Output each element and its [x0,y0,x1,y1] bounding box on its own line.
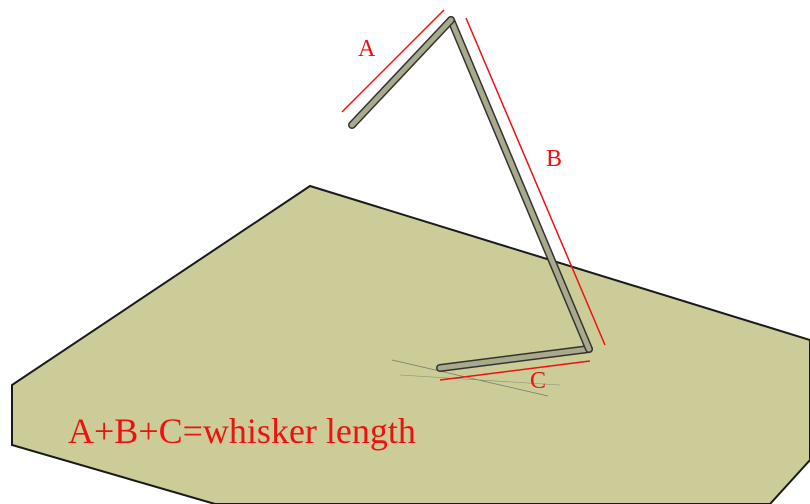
equation-caption: A+B+C=whisker length [68,411,416,451]
measure-line-c [439,360,591,381]
whisker-segment-b [447,16,593,353]
base-plate [11,184,810,504]
label-segment-a: A [358,36,376,62]
measure-line-b [465,17,606,346]
whisker-segment-a [348,16,455,129]
shadow-line [399,374,561,386]
measure-line-a [341,9,445,113]
label-segment-c: C [530,368,546,394]
shadow-line [391,359,549,397]
label-segment-b: B [546,146,562,172]
whisker-segment-c [436,345,593,372]
